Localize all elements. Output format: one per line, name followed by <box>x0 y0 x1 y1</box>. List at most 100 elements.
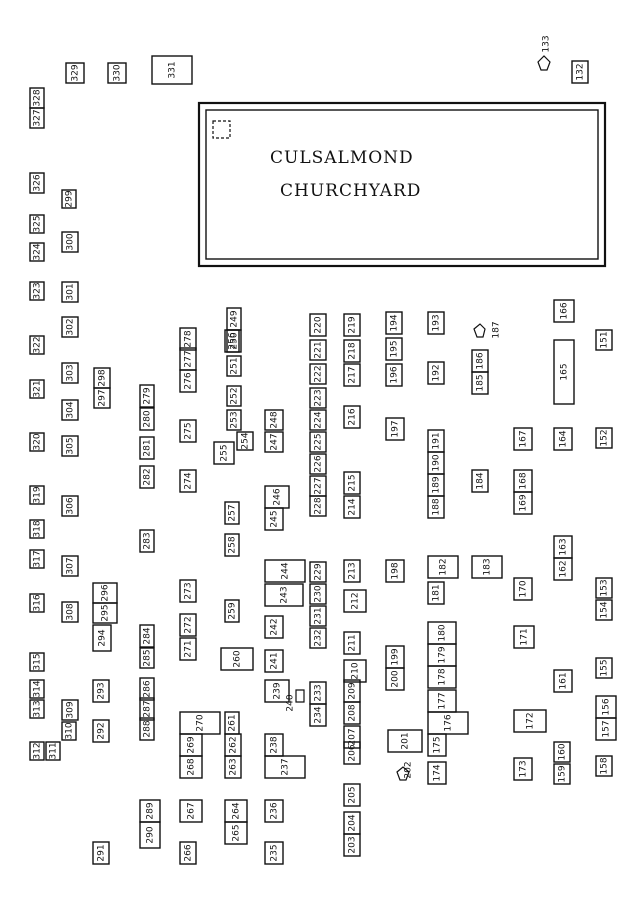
plot-label: 303 <box>66 364 76 381</box>
plot-label: 159 <box>558 765 568 782</box>
plot-label: 293 <box>97 682 107 699</box>
plot-306: 306 <box>61 495 79 517</box>
plot-box <box>309 363 327 385</box>
plot-label: 223 <box>314 389 324 406</box>
plot-label: 272 <box>184 616 194 633</box>
plot-253: 253 <box>226 409 242 431</box>
plot-241: 241 <box>264 649 284 673</box>
plot-label: 258 <box>228 536 238 553</box>
plot-label: 181 <box>432 584 442 601</box>
plot-295: 295 <box>92 602 118 624</box>
plot-label: 310 <box>65 722 75 739</box>
plot-box <box>29 281 45 301</box>
plot-label: 309 <box>66 701 76 718</box>
plot-247: 247 <box>264 431 284 453</box>
plot-label: 194 <box>390 314 400 331</box>
plot-box <box>571 60 589 84</box>
plot-194: 194 <box>385 311 403 335</box>
plot-box <box>309 409 327 431</box>
plot-box <box>224 533 240 557</box>
plot-248: 248 <box>264 409 284 431</box>
plot-box <box>224 711 240 735</box>
plot-188: 188 <box>427 495 445 519</box>
plot-label: 195 <box>390 340 400 357</box>
plot-272: 272 <box>179 613 197 637</box>
plot-label: 182 <box>439 558 449 575</box>
plot-box <box>29 679 45 699</box>
plot-164: 164 <box>553 427 573 451</box>
plot-box <box>385 337 403 361</box>
plot-label: 280 <box>143 410 153 427</box>
plot-label: 314 <box>33 680 43 697</box>
plot-236: 236 <box>264 799 284 823</box>
plot-box <box>343 741 361 765</box>
plot-box <box>427 311 445 335</box>
plot-label: 277 <box>184 350 194 367</box>
plot-label: 271 <box>184 640 194 657</box>
plot-283: 283 <box>139 529 155 553</box>
plot-235: 235 <box>264 841 284 865</box>
plot-279: 279 <box>139 384 155 408</box>
plot-278: 278 <box>179 327 197 351</box>
plot-label: 201 <box>401 732 411 749</box>
plot-label: 197 <box>391 420 401 437</box>
plot-label: 327 <box>33 109 43 126</box>
plot-210: 210 <box>343 659 367 683</box>
plot-box <box>264 841 284 865</box>
plot-265: 265 <box>224 821 248 845</box>
plot-label: 319 <box>33 486 43 503</box>
plot-label: 239 <box>273 682 283 699</box>
plot-box <box>61 601 79 623</box>
plot-box <box>343 833 361 857</box>
plot-box <box>309 605 327 627</box>
plot-296: 296 <box>92 582 118 604</box>
plot-224: 224 <box>309 409 327 431</box>
plot-box <box>513 709 547 733</box>
plot-271: 271 <box>179 637 197 661</box>
plot-label: 178 <box>438 668 448 685</box>
plot-230: 230 <box>309 583 327 605</box>
plot-221: 221 <box>309 339 327 361</box>
plot-label: 234 <box>314 706 324 723</box>
plot-label: 323 <box>33 282 43 299</box>
plot-154: 154 <box>595 599 613 621</box>
plot-label: 187 <box>492 321 502 338</box>
plot-218: 218 <box>343 339 361 363</box>
plot-251: 251 <box>226 355 242 377</box>
plot-box <box>385 311 403 335</box>
plot-label: 278 <box>184 330 194 347</box>
plot-177: 177 <box>427 689 457 713</box>
plot-label: 158 <box>600 757 610 774</box>
plot-box <box>139 407 155 431</box>
plot-190: 190 <box>427 451 445 475</box>
plot-133: 133 <box>542 35 552 52</box>
plot-box <box>61 399 79 421</box>
plot-165: 165 <box>553 339 575 405</box>
plot-label: 208 <box>348 704 358 721</box>
plot-label: 220 <box>314 316 324 333</box>
plot-label: 307 <box>66 557 76 574</box>
plot-229: 229 <box>309 561 327 583</box>
plot-label: 212 <box>351 592 361 609</box>
plot-box <box>595 329 613 351</box>
plot-box <box>343 559 361 583</box>
plot-label: 203 <box>348 836 358 853</box>
plot-213: 213 <box>343 559 361 583</box>
plot-label: 308 <box>66 603 76 620</box>
plot-label: 198 <box>391 562 401 579</box>
plot-239: 239 <box>264 679 290 703</box>
plot-box <box>385 559 405 583</box>
plot-box <box>29 242 45 262</box>
plot-label: 265 <box>232 824 242 841</box>
plot-box <box>220 647 254 671</box>
plot-box <box>553 669 573 693</box>
plot-275: 275 <box>179 419 197 443</box>
plot-label: 268 <box>187 758 197 775</box>
plot-label: 255 <box>220 444 230 461</box>
plot-box <box>179 799 203 823</box>
plot-label: 243 <box>280 586 290 603</box>
plot-label: 246 <box>273 488 283 505</box>
plot-282: 282 <box>139 465 155 489</box>
plot-268: 268 <box>179 755 203 779</box>
plot-box <box>427 711 469 735</box>
